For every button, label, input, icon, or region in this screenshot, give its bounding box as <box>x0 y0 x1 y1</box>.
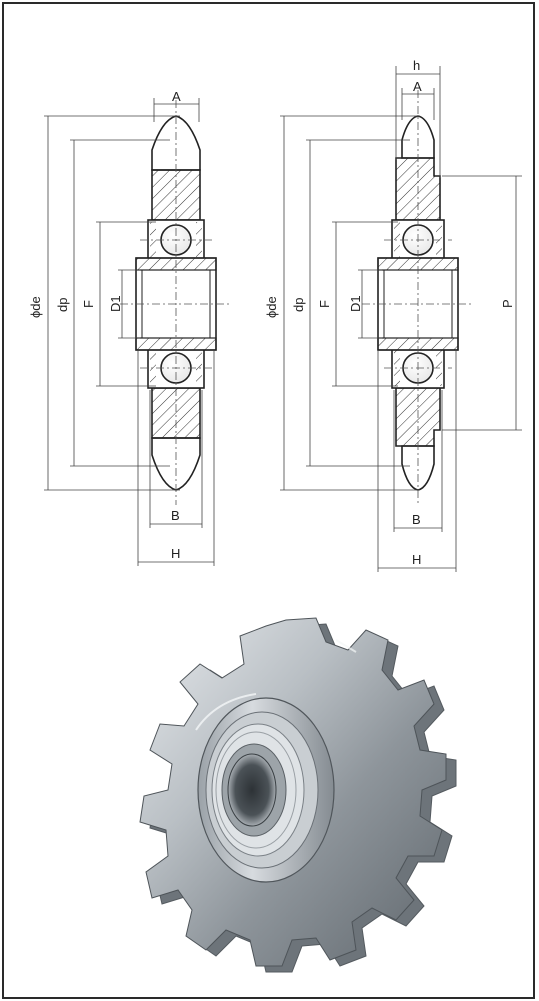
label-H-right: H <box>412 552 421 567</box>
label-D1-right: D1 <box>348 295 363 312</box>
label-A-left: A <box>172 89 181 104</box>
label-dp-left: dp <box>55 298 70 312</box>
drawing-left: A ϕde dp F D1 B H <box>28 89 230 566</box>
label-B-right: B <box>412 512 421 527</box>
label-H-left: H <box>171 546 180 561</box>
label-P-right: P <box>500 299 515 308</box>
label-de-left: ϕde <box>28 296 43 318</box>
label-F-left: F <box>81 300 96 308</box>
drawing-right: h A ϕde dp F D1 P B <box>264 58 522 572</box>
sprocket-photo <box>139 617 457 973</box>
label-de-right: ϕde <box>264 296 279 318</box>
label-D1-left: D1 <box>108 295 123 312</box>
label-B-left: B <box>171 508 180 523</box>
label-dp-right: dp <box>291 298 306 312</box>
label-h-right: h <box>413 58 420 73</box>
label-A-right: A <box>413 79 422 94</box>
label-F-right: F <box>317 300 332 308</box>
